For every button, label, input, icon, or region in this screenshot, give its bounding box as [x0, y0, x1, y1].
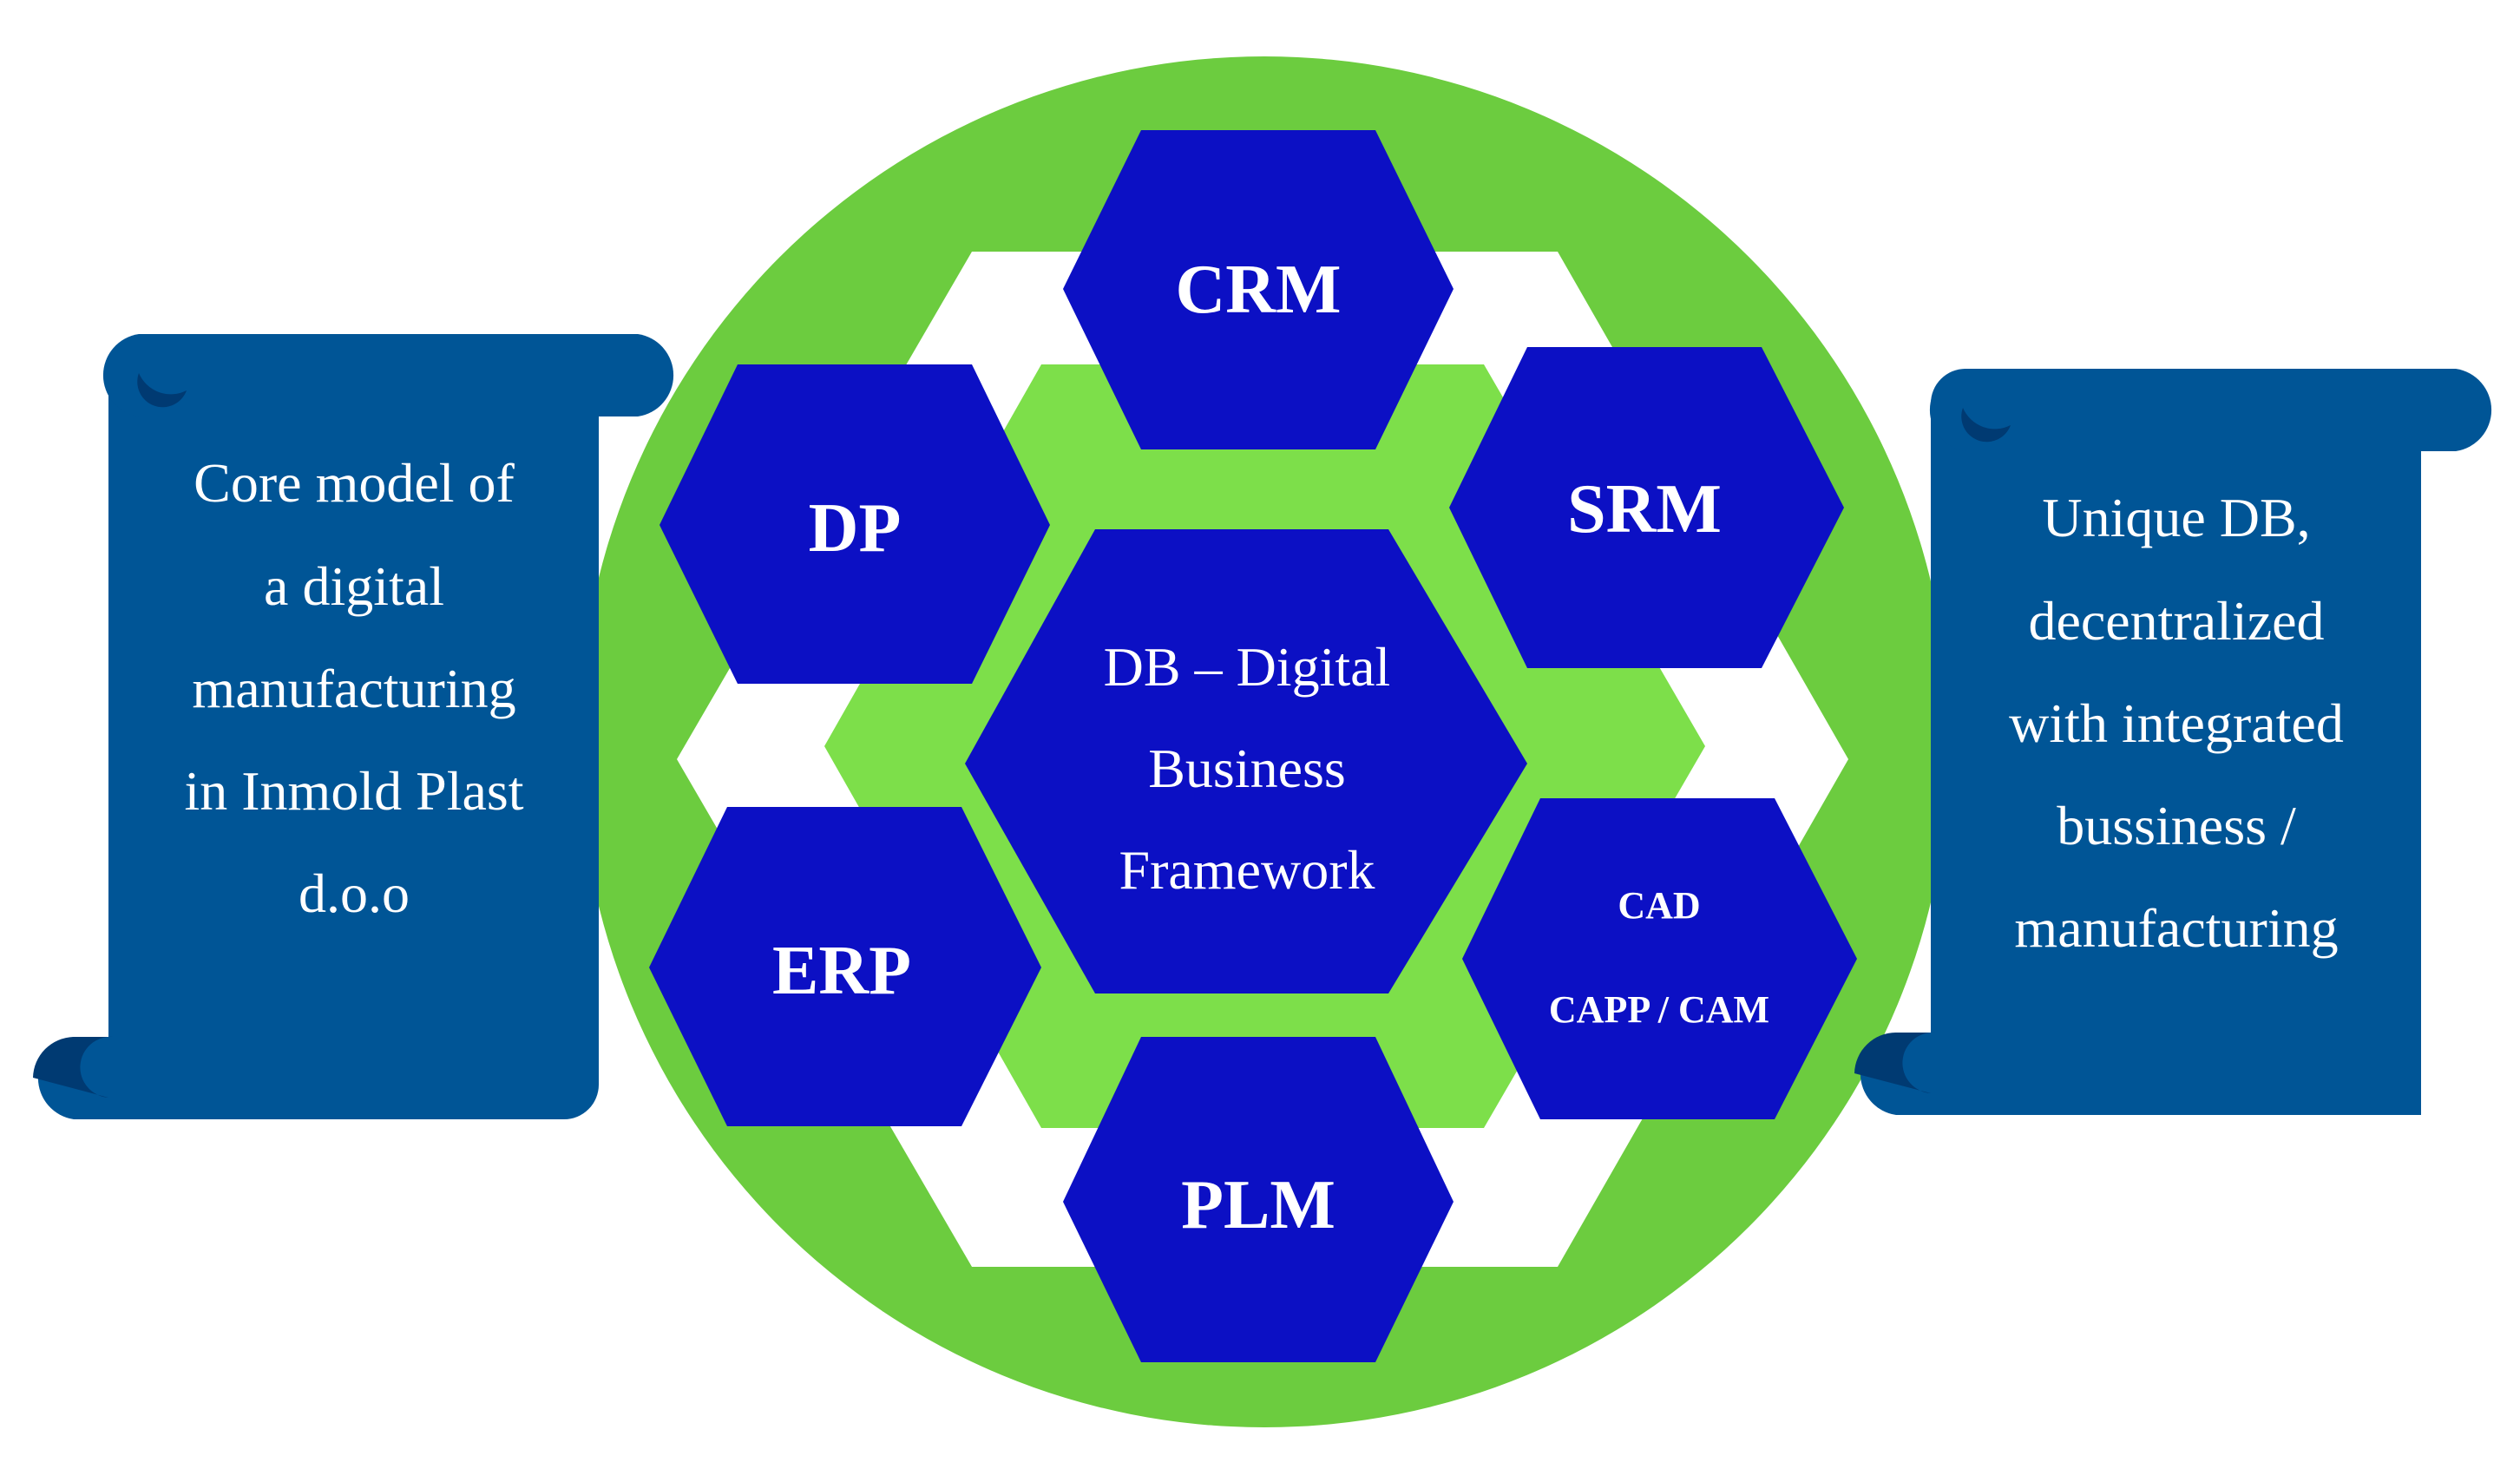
left-scroll-line-3: manufacturing: [192, 658, 515, 719]
crm-label: CRM: [1175, 252, 1341, 328]
crm-hexagon: [1063, 130, 1454, 449]
erp-hexagon: [649, 807, 1041, 1126]
plm-label: PLM: [1181, 1167, 1335, 1243]
capp-cam-label: CAPP / CAM: [1549, 988, 1769, 1031]
srm-hexagon: [1449, 347, 1844, 668]
erp-label: ERP: [772, 933, 911, 1009]
left-scroll-line-2: a digital: [264, 555, 444, 617]
left-scroll-line-1: Core model of: [194, 452, 515, 514]
right-scroll: [1854, 369, 2492, 1115]
right-scroll-line-1: Unique DB,: [2042, 487, 2310, 548]
core-hexagon: [965, 529, 1527, 993]
core-line-2: Business: [1148, 738, 1346, 799]
right-scroll-line-3: with integrated: [2009, 692, 2344, 754]
left-scroll: [33, 334, 674, 1119]
dp-label: DP: [809, 490, 902, 567]
cad-label: CAD: [1618, 884, 1700, 927]
left-scroll-line-4: in Inmold Plast: [184, 760, 523, 822]
core-line-1: DB – Digital: [1104, 636, 1391, 698]
plm-hexagon: [1063, 1037, 1454, 1362]
core-line-3: Framework: [1119, 839, 1375, 901]
right-scroll-line-2: decentralized: [2028, 590, 2324, 652]
srm-label: SRM: [1567, 471, 1722, 548]
dp-hexagon: [660, 364, 1050, 684]
left-scroll-line-5: d.o.o: [299, 862, 410, 924]
right-scroll-line-5: manufacturing: [2014, 897, 2338, 959]
right-scroll-line-4: bussiness /: [2057, 795, 2296, 856]
cad-hexagon: [1462, 798, 1857, 1119]
